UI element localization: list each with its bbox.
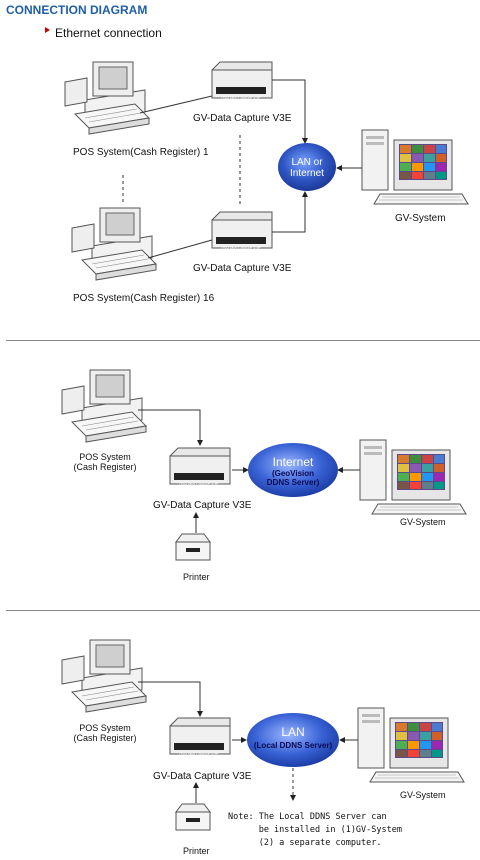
cloud-label: LAN or xyxy=(291,157,323,168)
diagram-3 xyxy=(61,639,465,831)
device-face-label: GV-Data Capture V3E xyxy=(179,481,219,486)
capture-label: GV-Data Capture V3E xyxy=(153,500,252,511)
capture-device-icon xyxy=(169,717,231,755)
printer-icon xyxy=(175,533,211,561)
diagram-2 xyxy=(61,369,467,561)
bullet-icon xyxy=(45,27,50,33)
device-face-label: GV-Data Capture V3E xyxy=(221,245,261,250)
capture-device-icon xyxy=(169,447,231,485)
printer-icon xyxy=(175,803,211,831)
pos-label: (Cash Register) xyxy=(73,462,137,472)
pos-label: POS System xyxy=(79,723,131,733)
gvsystem-label: GV-System xyxy=(395,213,446,224)
section-subtitle: Ethernet connection xyxy=(55,26,162,40)
capture-label: GV-Data Capture V3E xyxy=(193,263,292,274)
cloud-label: (GeoVision xyxy=(271,469,315,478)
gvsystem-label: GV-System xyxy=(400,790,446,800)
divider xyxy=(6,340,480,341)
device-face-label: GV-Data Capture V3E xyxy=(179,751,219,756)
cloud-label: Internet xyxy=(290,168,324,179)
cloud-label: (Local DDNS Server) xyxy=(253,741,333,750)
pos-label: POS System(Cash Register) 1 xyxy=(73,147,209,158)
pos-label: POS System xyxy=(79,452,131,462)
printer-label: Printer xyxy=(183,846,210,856)
capture-device-icon xyxy=(211,211,273,249)
capture-label: GV-Data Capture V3E xyxy=(193,113,292,124)
capture-device-icon xyxy=(211,61,273,99)
pos-register-icon xyxy=(71,207,157,281)
pos-register-icon xyxy=(61,369,147,443)
network-cloud xyxy=(278,143,336,191)
pc-icon xyxy=(361,129,469,205)
note-line: be installed in (1)GV-System xyxy=(228,825,402,835)
divider xyxy=(6,610,480,611)
note-line: (2) a separate computer. xyxy=(228,838,382,848)
cloud-label: DDNS Server) xyxy=(266,478,320,487)
cloud-label: Internet xyxy=(272,455,314,469)
pos-label: (Cash Register) xyxy=(73,733,137,743)
note-line: Note: The Local DDNS Server can xyxy=(228,812,387,822)
network-cloud xyxy=(247,713,339,767)
page-title: CONNECTION DIAGRAM xyxy=(6,3,148,17)
device-face-label: GV-Data Capture V3E xyxy=(221,95,261,100)
pos-label: POS System(Cash Register) 16 xyxy=(73,293,215,304)
capture-label: GV-Data Capture V3E xyxy=(153,771,252,782)
printer-label: Printer xyxy=(183,572,210,582)
pos-register-icon xyxy=(64,61,150,135)
pos-register-icon xyxy=(61,639,147,713)
pc-icon xyxy=(359,439,467,515)
cloud-label: LAN xyxy=(281,725,305,739)
network-cloud xyxy=(248,443,338,497)
diagram-1 xyxy=(64,61,469,281)
pc-icon xyxy=(357,707,465,783)
gvsystem-label: GV-System xyxy=(400,517,446,527)
